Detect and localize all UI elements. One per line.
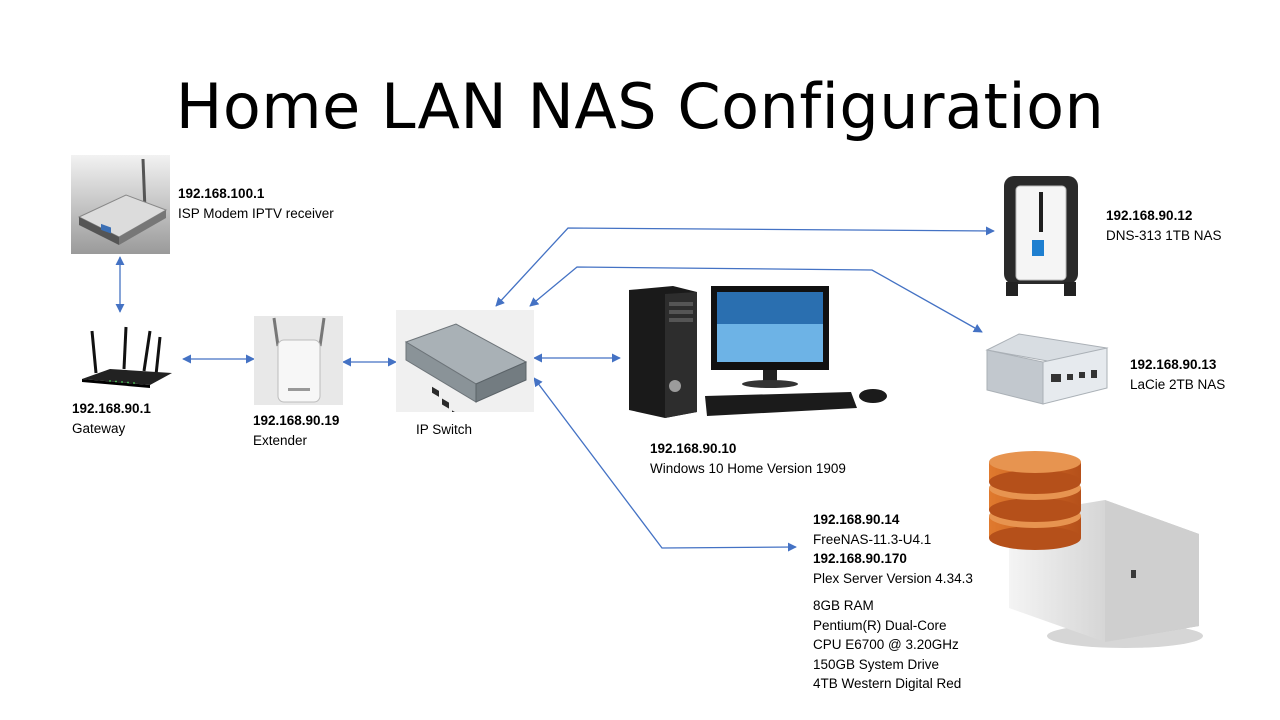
dns-nas-ip: 192.168.90.12 [1106, 208, 1193, 223]
router-icon [80, 325, 175, 390]
plex-desc: Plex Server Version 4.34.3 [813, 570, 973, 586]
pc-ip: 192.168.90.10 [650, 441, 737, 456]
extender-ip: 192.168.90.19 [253, 413, 340, 428]
spec-line: 4TB Western Digital Red [813, 676, 962, 691]
switch-label: IP Switch [416, 420, 472, 440]
freenas-specs: 8GB RAM Pentium(R) Dual-Core CPU E6700 @… [813, 596, 961, 694]
freenas-desc: FreeNAS-11.3-U4.1 [813, 531, 932, 547]
extender-icon [254, 316, 343, 405]
gateway-label: 192.168.90.1 Gateway [72, 399, 151, 438]
gateway-ip: 192.168.90.1 [72, 401, 151, 416]
extender-desc: Extender [253, 432, 308, 448]
freenas-ip: 192.168.90.14 [813, 512, 900, 527]
dns-nas-desc: DNS-313 1TB NAS [1106, 227, 1222, 243]
lacie-nas-desc: LaCie 2TB NAS [1130, 376, 1226, 392]
modem-label: 192.168.100.1 ISP Modem IPTV receiver [178, 184, 334, 223]
freenas-label: 192.168.90.14 FreeNAS-11.3-U4.1 192.168.… [813, 510, 973, 588]
database-server-icon [985, 450, 1207, 655]
nas-box-icon [983, 330, 1111, 412]
modem-icon [71, 155, 170, 254]
spec-line: 8GB RAM [813, 598, 874, 613]
pc-label: 192.168.90.10 Windows 10 Home Version 19… [650, 439, 846, 478]
modem-ip: 192.168.100.1 [178, 186, 265, 201]
spec-line: Pentium(R) Dual-Core [813, 617, 947, 633]
extender-label: 192.168.90.19 Extender [253, 411, 339, 450]
page-title: Home LAN NAS Configuration [175, 70, 1105, 143]
nas-icon [1002, 174, 1080, 300]
plex-ip: 192.168.90.170 [813, 551, 907, 566]
switch-desc: IP Switch [416, 422, 473, 437]
lacie-nas-ip: 192.168.90.13 [1130, 357, 1217, 372]
lacie-nas-label: 192.168.90.13 LaCie 2TB NAS [1130, 355, 1225, 394]
link-switch-freenas [533, 377, 797, 552]
pc-desc: Windows 10 Home Version 1909 [650, 460, 846, 476]
desktop-pc-icon [625, 284, 893, 420]
dns-nas-label: 192.168.90.12 DNS-313 1TB NAS [1106, 206, 1222, 245]
link-switch-dns-nas [495, 226, 995, 307]
gateway-desc: Gateway [72, 420, 126, 436]
spec-line: CPU E6700 @ 3.20GHz [813, 637, 959, 652]
spec-line: 150GB System Drive [813, 656, 940, 672]
link-switch-lacie-nas [529, 266, 983, 333]
modem-desc: ISP Modem IPTV receiver [178, 205, 334, 221]
switch-icon [396, 310, 534, 433]
